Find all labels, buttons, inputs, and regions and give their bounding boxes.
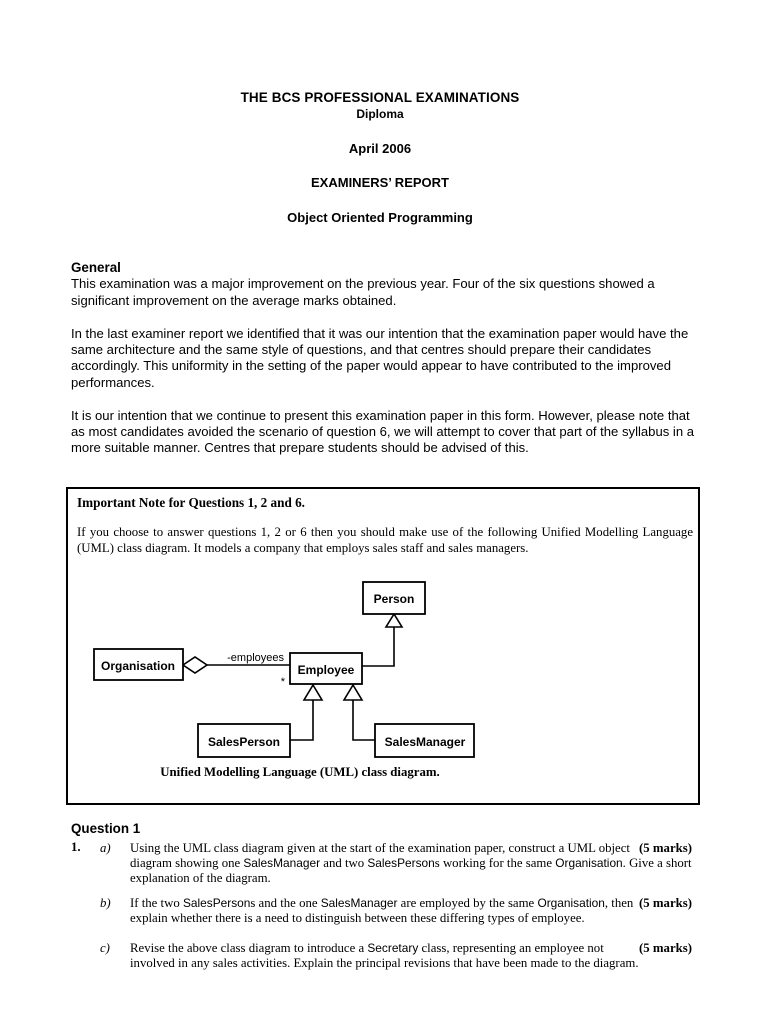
question-segments: Using the UML class diagram given at the… <box>130 841 692 885</box>
report-type: EXAMINERS’ REPORT <box>311 175 449 190</box>
uml-class-label-organisation: Organisation <box>101 659 175 673</box>
body-text-token: s working for the same <box>434 856 556 871</box>
general-paragraph: In the last examiner report we identifie… <box>71 325 689 390</box>
generalization-arrow-salesperson <box>302 683 324 701</box>
question-segments: If the two SalesPersons and the one Sale… <box>130 896 633 925</box>
document-header: THE BCS PROFESSIONAL EXAMINATIONS Diplom… <box>68 90 692 225</box>
body-text-token: If the two <box>130 896 183 910</box>
body-text-token: . Give a short explanation of the diagra… <box>130 856 692 886</box>
class-name-token: SalesManager <box>243 856 321 871</box>
question-part-text: (5 marks) If the two SalesPersons and th… <box>130 896 692 926</box>
question-part-c: c) (5 marks) Revise the above class diag… <box>100 941 692 971</box>
aggregation-diamond-icon <box>181 656 209 674</box>
important-note-title: Important Note for Questions 1, 2 and 6. <box>77 495 305 510</box>
uml-class-label-employee: Employee <box>298 663 355 677</box>
marks-label: (5 marks) <box>639 941 692 955</box>
uml-diagram-caption: Unified Modelling Language (UML) class d… <box>160 765 440 779</box>
generalization-salesperson-employee <box>290 699 314 741</box>
uml-class-box-salesperson <box>197 723 291 758</box>
marks-label: (5 marks) <box>639 841 692 855</box>
uml-class-label-salesmanager: SalesManager <box>385 735 466 749</box>
class-name-token: Organisation <box>537 896 605 910</box>
question-part-text: (5 marks) Using the UML class diagram gi… <box>130 841 692 887</box>
uml-class-label-person: Person <box>374 592 415 606</box>
uml-class-box-salesmanager <box>374 723 475 758</box>
question-part-letter: b) <box>100 896 111 910</box>
question-part-letter: c) <box>100 941 110 955</box>
important-note-body: If you choose to answer questions 1, 2 o… <box>77 525 693 555</box>
body-text-token: class, representing an employee not invo… <box>130 941 639 971</box>
uml-diagram-canvas: Person Organisation Employee SalesPerson… <box>93 581 475 758</box>
question-1-heading: Question 1 <box>71 821 141 836</box>
class-name-token: SalesManager <box>320 896 398 910</box>
subject-title: Object Oriented Programming <box>287 210 473 225</box>
question-segments: Revise the above class diagram to introd… <box>130 941 639 970</box>
exam-date: April 2006 <box>348 141 412 156</box>
class-name-token: Secretary <box>367 941 419 955</box>
question-part-a: a) (5 marks) Using the UML class diagram… <box>100 841 692 887</box>
question-part-text: (5 marks) Revise the above class diagram… <box>130 941 692 971</box>
generalization-arrow-salesmanager <box>342 683 364 701</box>
generalization-salesmanager-employee <box>352 699 375 741</box>
general-heading: General <box>71 260 121 275</box>
general-paragraph: This examination was a major improvement… <box>71 276 655 308</box>
body-text-token: and two <box>320 856 368 871</box>
qualification-level: Diploma <box>356 107 404 121</box>
exam-board-title: THE BCS PROFESSIONAL EXAMINATIONS <box>240 90 520 105</box>
class-name-token: SalesPerson <box>367 856 435 871</box>
generalization-employee-person <box>362 625 395 667</box>
general-paragraph: It is our intention that we continue to … <box>71 407 695 456</box>
body-text-token: are employed by the same <box>397 896 538 910</box>
class-name-token: SalesPerson <box>182 896 251 910</box>
class-name-token: Organisation <box>555 856 623 871</box>
uml-association-label-employees: -employees <box>227 652 284 664</box>
uml-class-box-organisation <box>93 648 184 681</box>
generalization-arrow-person <box>384 612 404 628</box>
important-note-box: Important Note for Questions 1, 2 and 6.… <box>66 487 700 805</box>
uml-class-box-person <box>362 581 426 615</box>
body-text-token: Using the UML class diagram given at the… <box>130 841 630 871</box>
uml-class-box-employee <box>289 652 363 685</box>
body-text-token: , then explain whether there is a need t… <box>130 896 634 926</box>
marks-label: (5 marks) <box>639 896 692 910</box>
body-text-token: s and the one <box>250 896 321 910</box>
question-part-b: b) (5 marks) If the two SalesPersons and… <box>100 896 692 926</box>
uml-diagram-caption-wrap: Unified Modelling Language (UML) class d… <box>68 765 702 780</box>
body-text-token: Revise the above class diagram to introd… <box>130 941 368 955</box>
uml-multiplicity-label: * <box>281 676 286 688</box>
uml-class-label-salesperson: SalesPerson <box>208 735 280 749</box>
uml-class-diagram: Person Organisation Employee SalesPerson… <box>68 489 702 807</box>
question-number: 1. <box>71 840 81 854</box>
question-part-letter: a) <box>100 841 111 855</box>
general-section: General This examination was a major imp… <box>71 260 696 457</box>
